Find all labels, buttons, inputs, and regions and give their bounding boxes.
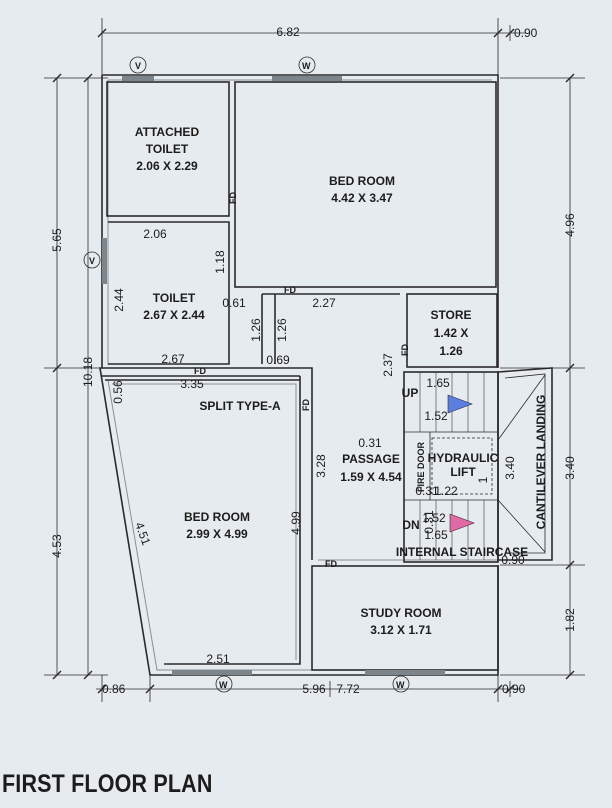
split-label: SPLIT TYPE-A [199,399,281,413]
dn-label: DN [402,518,419,532]
dim-lift-122: 1.22 [434,484,458,498]
dim-stair-090: 0.90 [501,553,525,567]
dim-top-right: 0.90 [514,26,538,40]
bed-room-2-size: 2.99 X 4.99 [186,527,248,541]
dim-passage-328: 3.28 [314,454,328,478]
store-size-1: 1.42 X [434,326,469,340]
hydraulic-lift-label-1: HYDRAULIC [428,451,499,465]
window-label-3: W [396,680,405,690]
window-symbol-1 [298,56,316,74]
dim-stair-165a: 1.65 [426,376,450,390]
up-label: UP [402,386,419,400]
dim-toilet-w: 2.67 [161,352,185,366]
dim-br-width: 2.27 [312,296,336,310]
dim-bottom-right: 0.90 [502,682,526,696]
dim-bottom-mid: 5.96 [302,682,326,696]
attached-toilet-name-1: ATTACHED [135,125,200,139]
dim-right-upper: 4.96 [563,213,577,237]
dim-br2-h: 4.99 [289,511,303,535]
dim-gap-069: 0.69 [266,353,290,367]
passage-name: PASSAGE [342,452,400,466]
hydraulic-lift-label-2: LIFT [450,465,476,479]
store-name: STORE [430,308,471,322]
fd-label-3: FD [400,344,410,356]
dimension-lines [44,18,585,702]
dim-stair-031: 0.31 [422,510,436,534]
window-symbols [83,56,410,693]
dim-br2-top: 3.35 [180,377,204,391]
internal-staircase-label: INTERNAL STAIRCASE [396,545,528,559]
window-label-2: W [219,680,228,690]
window-symbol-3 [392,675,410,693]
dim-left-total: 10.18 [81,357,95,387]
dim-bottom-left: 0.86 [102,682,126,696]
dim-gap-126a: 1.26 [249,318,263,342]
window-panes [102,76,445,675]
up-arrow-icon [447,394,473,414]
attached-toilet-name-2: TOILET [146,142,189,156]
dim-br2-bottom: 2.51 [206,652,230,666]
dim-left-upper: 5.65 [50,228,64,252]
dim-passage-031: 0.31 [358,436,382,450]
dim-top-width: 6.82 [276,25,300,39]
page-title: FIRST FLOOR PLAN [2,770,213,798]
ventilator-label-1: V [135,61,141,71]
dim-lift-031: 0.31 [415,484,439,498]
dim-right-mid: 3.40 [563,456,577,480]
cantilever-landing-label: CANTILEVER LANDING [534,395,548,530]
study-room-size: 3.12 X 1.71 [370,623,432,637]
bed-room-2-name: BED ROOM [184,510,250,524]
dim-left-lower: 4.53 [50,534,64,558]
dim-stair-152b: 1.52 [422,511,446,525]
dim-right-mid-inner: 3.40 [503,456,517,480]
window-symbol-2 [215,675,233,693]
fd-label-5: FD [301,399,311,411]
dim-gap-061: 0.61 [222,296,246,310]
study-room-name: STUDY ROOM [360,606,441,620]
fd-label-2: FD [284,285,296,295]
dim-store-h: 2.37 [381,353,395,377]
bed-room-1-size: 4.42 X 3.47 [331,191,393,205]
fd-label-1: FD [228,192,238,204]
down-arrow-icon [449,513,475,533]
window-label-1: W [302,61,311,71]
bed-room-1-name: BED ROOM [329,174,395,188]
ventilator-symbol-2 [83,251,101,269]
attached-toilet-size: 2.06 X 2.29 [136,159,198,173]
dim-lift-1: 1 [476,476,490,483]
dim-at-width: 2.06 [143,227,167,241]
dim-bottom-mid2: 7.72 [336,682,360,696]
dim-stair-165b: 1.65 [424,528,448,542]
dim-gap-056: 0.56 [111,380,125,404]
passage-size: 1.59 X 4.54 [340,470,402,484]
toilet-name: TOILET [153,291,196,305]
fd-label-4: FD [194,366,206,376]
dim-gap-126b: 1.26 [275,318,289,342]
fire-door-label: FIRE DOOR [416,442,426,493]
toilet-size: 2.67 X 2.44 [143,308,205,322]
dim-stair-152a: 1.52 [424,409,448,423]
ventilator-symbol-1 [129,56,147,74]
store-size-2: 1.26 [439,344,463,358]
dim-right-lower: 1.82 [563,608,577,632]
dim-at-toilet-gap: 1.18 [213,250,227,274]
dim-toilet-h: 2.44 [112,288,126,312]
ventilator-label-2: V [89,256,95,266]
fd-label-6: FD [325,559,337,569]
